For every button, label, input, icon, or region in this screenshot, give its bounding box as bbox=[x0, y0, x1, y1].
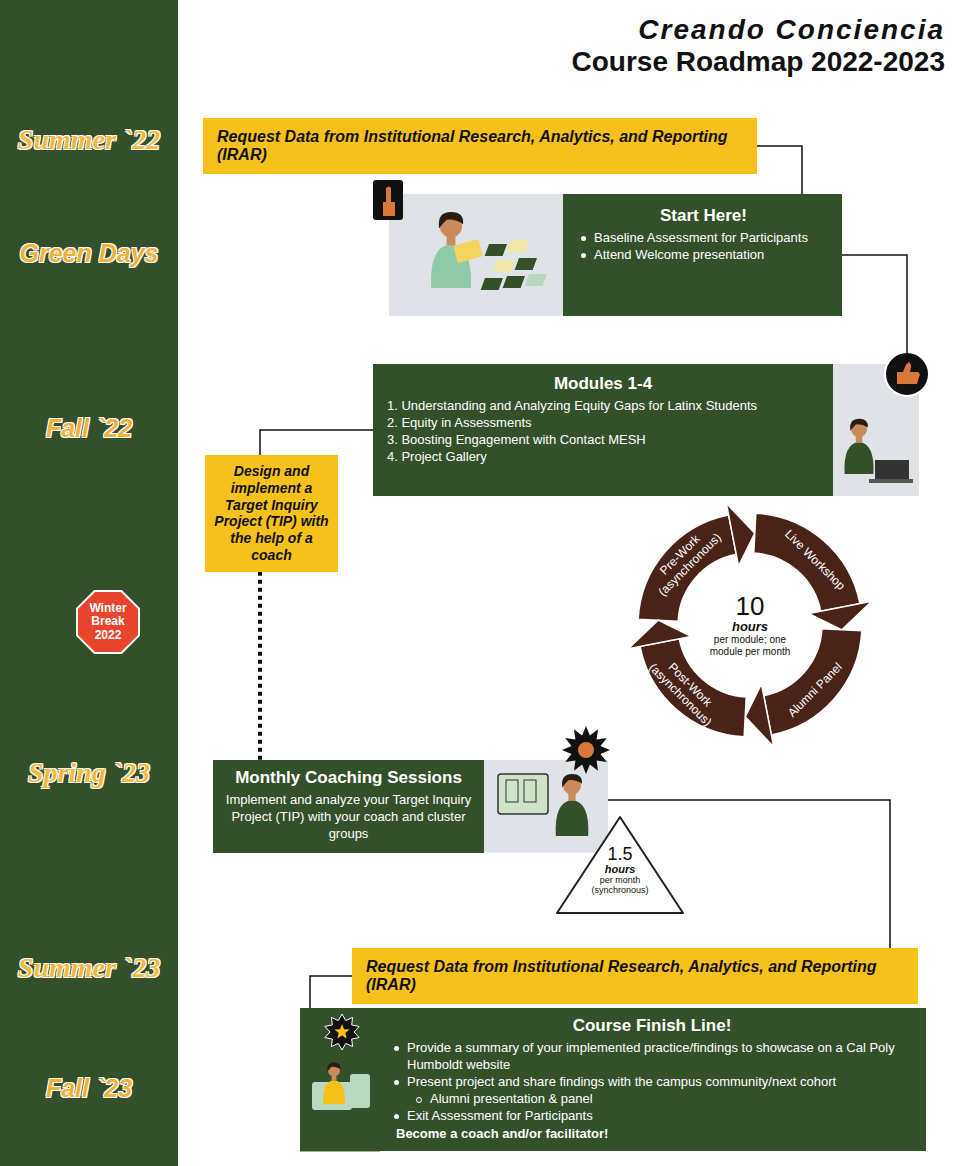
dotted-connector bbox=[258, 572, 262, 760]
list-item: 4. Project Gallery bbox=[387, 449, 487, 466]
box-heading: Modules 1-4 bbox=[554, 374, 652, 394]
text-row: Provide a summary of your implemented pr… bbox=[392, 1040, 912, 1074]
bar-text: Request Data from Institutional Research… bbox=[366, 958, 904, 994]
season-label: Summer `23 bbox=[0, 952, 178, 984]
body-text: Implement and analyze your Target Inquir… bbox=[223, 792, 474, 843]
text-row: 1. Understanding and Analyzing Equity Ga… bbox=[387, 398, 819, 415]
text-row: Alumni presentation & panel bbox=[414, 1091, 912, 1108]
text-row: Request Data from Institutional Research… bbox=[366, 958, 904, 994]
list-item: 2. Equity in Assessments bbox=[387, 415, 532, 432]
text-row: Attend Welcome presentation bbox=[579, 247, 828, 264]
hours-number: 10 bbox=[736, 593, 765, 619]
hours-unit: hours bbox=[605, 863, 636, 875]
text-row: per month (synchronous) bbox=[582, 875, 658, 896]
text-row: hours bbox=[732, 619, 768, 634]
text-row: Baseline Assessment for Participants bbox=[579, 230, 828, 247]
page-title: Creando Conciencia Course Roadmap 2022-2… bbox=[545, 14, 945, 78]
bullet-dot bbox=[394, 1114, 399, 1119]
text-row: 3. Boosting Engagement with Contact MESH bbox=[387, 432, 819, 449]
season-sidebar bbox=[0, 0, 178, 1166]
bullet-dot bbox=[394, 1080, 399, 1085]
list-item: 3. Boosting Engagement with Contact MESH bbox=[387, 432, 646, 449]
list-item: Provide a summary of your implemented pr… bbox=[407, 1040, 912, 1074]
season-label: Fall `22 bbox=[0, 414, 178, 443]
coaching-box: Monthly Coaching SessionsImplement and a… bbox=[213, 760, 608, 853]
connector-line bbox=[842, 255, 907, 364]
hours-triangle: 1.5hoursper month (synchronous) bbox=[555, 815, 685, 915]
octagon-outline bbox=[77, 591, 139, 653]
text-row: Monthly Coaching Sessions bbox=[223, 768, 474, 788]
connector-line bbox=[310, 976, 352, 1008]
text-row: Exit Assessment for Participants bbox=[392, 1108, 912, 1125]
text-row: Become a coach and/or facilitator! bbox=[396, 1126, 912, 1141]
list-item: Present project and share findings with … bbox=[407, 1074, 836, 1091]
connector-line bbox=[260, 430, 373, 455]
connector-line bbox=[757, 146, 802, 194]
hours-note: per month (synchronous) bbox=[582, 875, 658, 896]
text-row: 10 bbox=[736, 593, 765, 619]
winter-text: Winter Break 2022 bbox=[84, 602, 132, 642]
hours-number: 1.5 bbox=[607, 845, 632, 863]
season-label: Green Days bbox=[0, 239, 178, 268]
closing-note: Become a coach and/or facilitator! bbox=[396, 1126, 608, 1141]
text-row: 4. Project Gallery bbox=[387, 449, 819, 466]
text-row: Design and implement a Target Inquiry Pr… bbox=[211, 463, 332, 564]
list-item: Baseline Assessment for Participants bbox=[594, 230, 808, 247]
bullet-circle bbox=[416, 1097, 422, 1103]
box-heading: Course Finish Line! bbox=[573, 1016, 732, 1036]
cycle-ring bbox=[628, 503, 871, 746]
season-label: Summer `22 bbox=[0, 124, 178, 156]
modules-box: Modules 1-4 1. Understanding and Analyzin… bbox=[373, 364, 919, 496]
list-item: Attend Welcome presentation bbox=[594, 247, 764, 264]
text-row: Implement and analyze your Target Inquir… bbox=[223, 792, 474, 843]
bullet-dot bbox=[581, 253, 586, 258]
text-row: Present project and share findings with … bbox=[392, 1074, 912, 1091]
list-item: Alumni presentation & panel bbox=[430, 1091, 593, 1108]
season-label: Spring `23 bbox=[0, 757, 178, 789]
list-item: Exit Assessment for Participants bbox=[407, 1108, 593, 1125]
cycle-center: 10hoursper module; one module per month bbox=[688, 563, 812, 687]
bullet-dot bbox=[394, 1046, 399, 1051]
box-heading: Monthly Coaching Sessions bbox=[235, 768, 462, 788]
text-row: Modules 1-4 bbox=[387, 374, 819, 394]
winter-break-octagon: Winter Break 2022 bbox=[76, 590, 140, 654]
season-label: Fall `23 bbox=[0, 1074, 178, 1103]
text-row: hours bbox=[605, 863, 636, 875]
start-box: Start Here! Baseline Assessment for Parti… bbox=[389, 194, 842, 316]
hours-note: per module; one module per month bbox=[707, 634, 793, 657]
text-row: Start Here! bbox=[579, 206, 828, 226]
bar-text: Request Data from Institutional Research… bbox=[217, 128, 743, 164]
tip-box: Design and implement a Target Inquiry Pr… bbox=[205, 455, 338, 572]
text-row: Request Data from Institutional Research… bbox=[217, 128, 743, 164]
list-item: 1. Understanding and Analyzing Equity Ga… bbox=[387, 398, 757, 415]
text-row: Course Finish Line! bbox=[392, 1016, 912, 1036]
text-row: Winter Break 2022 bbox=[84, 602, 132, 642]
bullet-dot bbox=[581, 236, 586, 241]
data-request-bar: Request Data from Institutional Research… bbox=[203, 118, 757, 174]
hours-unit: hours bbox=[732, 619, 768, 634]
data-request-bar: Request Data from Institutional Research… bbox=[352, 948, 918, 1004]
finish-box: Course Finish Line! Provide a summary of … bbox=[300, 1008, 926, 1151]
tip-text: Design and implement a Target Inquiry Pr… bbox=[211, 463, 332, 564]
text-row: per module; one module per month bbox=[707, 634, 793, 657]
box-heading: Start Here! bbox=[660, 206, 747, 226]
text-row: 1.5 bbox=[607, 845, 632, 863]
text-row: 2. Equity in Assessments bbox=[387, 415, 819, 432]
triangle-outline bbox=[557, 817, 683, 913]
